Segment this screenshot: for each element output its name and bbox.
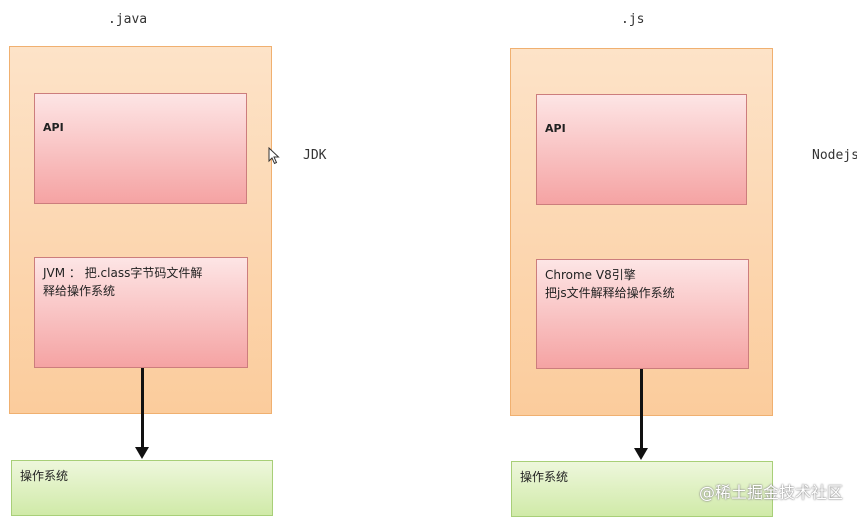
left-vm-box: JVM ： 把.class字节码文件解 释给操作系统 — [34, 257, 248, 368]
left-api-box: API — [34, 93, 247, 204]
right-ext-label: .js — [621, 12, 645, 27]
left-arrow-head — [135, 447, 149, 459]
watermark: @稀土掘金技术社区 — [698, 483, 843, 502]
left-side-label: JDK — [303, 148, 327, 163]
left-ext-label: .java — [108, 12, 148, 27]
left-api-label: API — [43, 121, 64, 134]
right-side-label: Nodejs — [812, 148, 857, 163]
right-api-label: API — [545, 122, 566, 135]
right-api-box: API — [536, 94, 747, 205]
right-arrow-head — [634, 448, 648, 460]
right-vm-box: Chrome V8引擎 把js文件解释给操作系统 — [536, 259, 749, 369]
right-os-box: 操作系统 — [511, 461, 773, 517]
left-arrow-line — [141, 368, 144, 448]
left-os-box: 操作系统 — [11, 460, 273, 516]
right-arrow-line — [640, 369, 643, 449]
mouse-cursor-icon — [268, 147, 280, 165]
